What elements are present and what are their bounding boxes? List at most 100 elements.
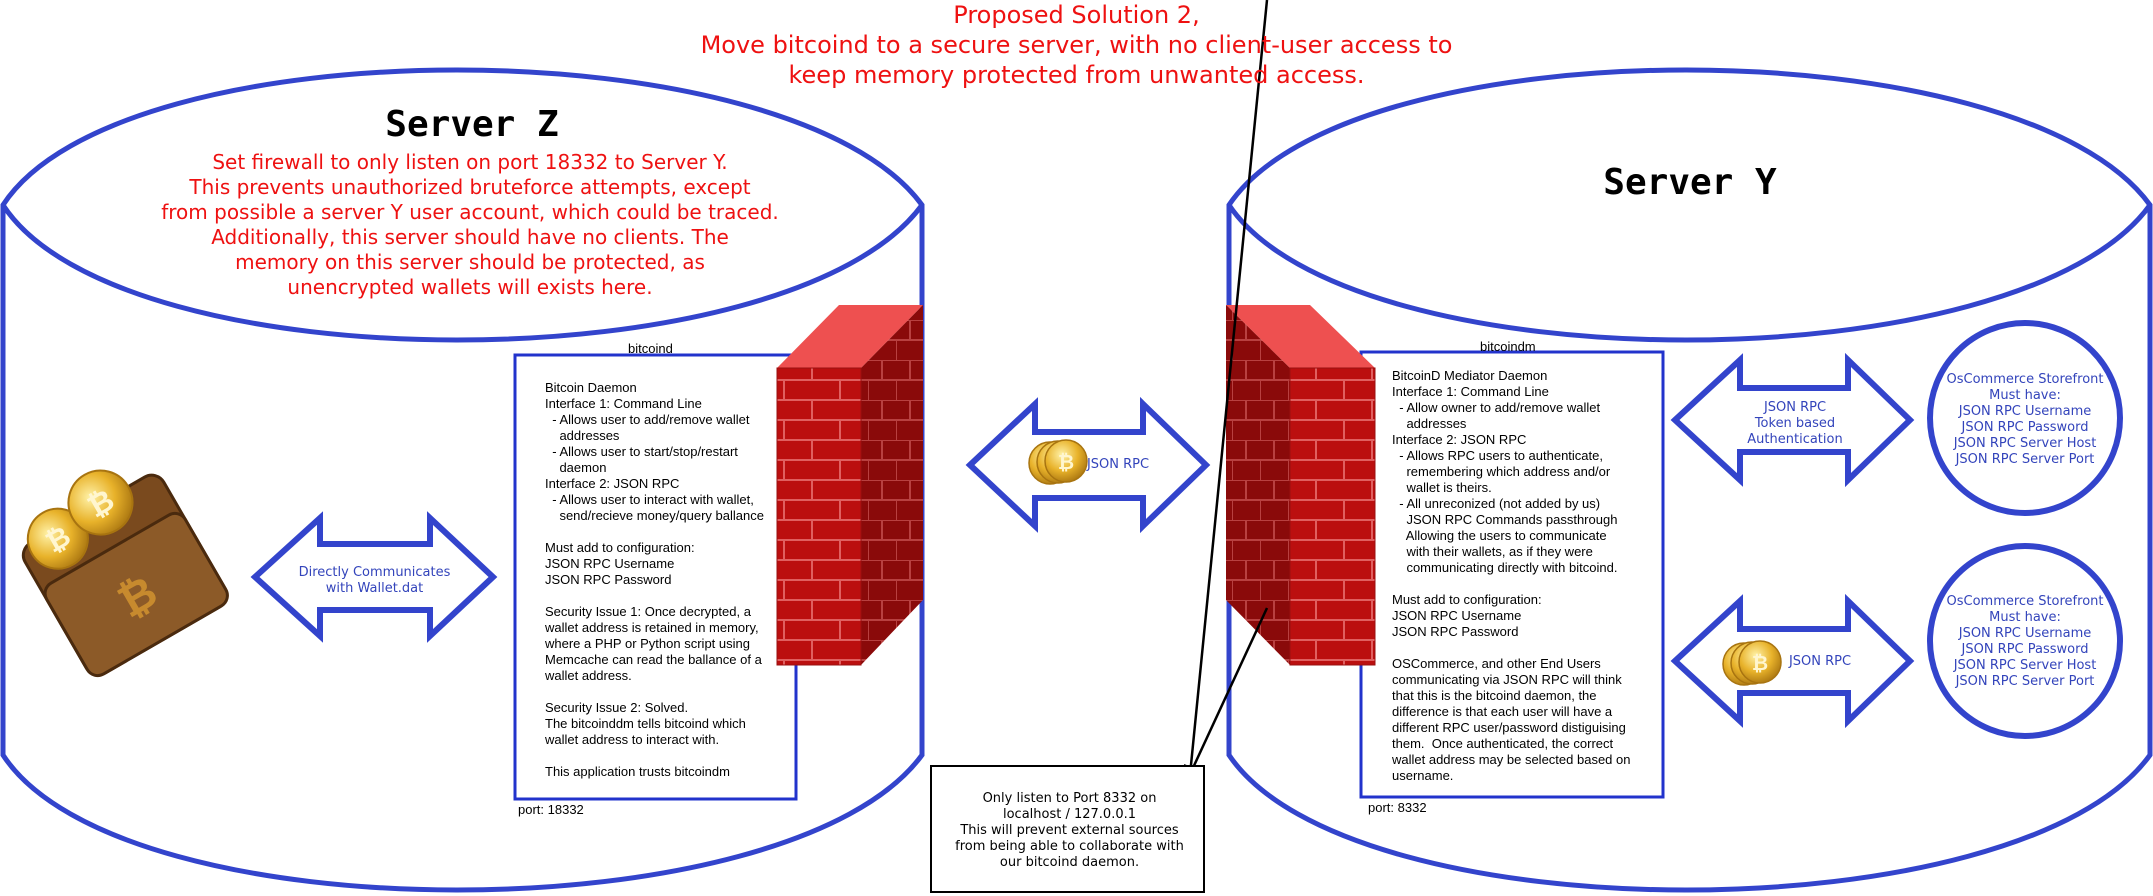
- note-line: memory on this server should be protecte…: [235, 250, 705, 274]
- storefront-line: JSON RPC Username: [1958, 404, 2092, 419]
- token-auth-double-arrow: [1670, 352, 1915, 488]
- bitcoin-wallet-icon: ₿ ₿ ₿: [21, 469, 229, 678]
- svg-text:₿: ₿: [1058, 450, 1074, 474]
- storefront-line: JSON RPC Password: [1961, 642, 2089, 657]
- desc-line: Security Issue 1: Once decrypted, a: [545, 604, 751, 619]
- desc-line: OSCommerce, and other End Users: [1392, 656, 1601, 671]
- wallet-arrow-label: Directly Communicates with Wallet.dat: [282, 565, 467, 597]
- desc-line: ​: [1392, 576, 1642, 592]
- arrow-label-line: with Wallet.dat: [325, 581, 424, 596]
- desc-line: addresses: [545, 428, 620, 443]
- note-line: from being able to collaborate with: [955, 839, 1184, 854]
- desc-line: daemon: [545, 460, 607, 475]
- desc-line: wallet address.: [545, 668, 632, 683]
- storefront-circle-2: [1927, 543, 2123, 739]
- desc-line: Security Issue 2: Solved.: [545, 700, 689, 715]
- server-z-firewall-note: Set firewall to only listen on port 1833…: [110, 150, 830, 300]
- note-line: from possible a server Y user account, w…: [161, 200, 779, 224]
- storefront-line: JSON RPC Server Host: [1953, 436, 2097, 451]
- note-line: Set firewall to only listen on port 1833…: [212, 150, 728, 174]
- note-line: This prevents unauthorized bruteforce at…: [189, 175, 751, 199]
- bitcoindm-description: BitcoinD Mediator Daemon Interface 1: Co…: [1392, 368, 1642, 784]
- storefront-2-requirements: OsCommerce Storefront Must have: JSON RP…: [1935, 594, 2115, 690]
- desc-line: communicating via JSON RPC will think: [1392, 672, 1622, 687]
- brick-firewall-icon: [1226, 305, 1376, 666]
- desc-line: JSON RPC Commands passthrough: [1392, 512, 1618, 527]
- storefront-line: JSON RPC Server Host: [1953, 658, 2097, 673]
- desc-line: Interface 1: Command Line: [1392, 384, 1549, 399]
- desc-line: with their wallets, as if they were: [1392, 544, 1593, 559]
- desc-line: Interface 1: Command Line: [545, 396, 702, 411]
- desc-line: The bitcoinddm tells bitcoind which: [545, 716, 746, 731]
- bitcoin-coins-icon: ₿: [1028, 439, 1088, 485]
- json-rpc-arrow-label: JSON RPC: [1086, 457, 1150, 472]
- desc-line: username.: [1392, 768, 1454, 783]
- desc-line: different RPC user/password distiguising: [1392, 720, 1626, 735]
- desc-line: - Allow owner to add/remove wallet: [1392, 400, 1601, 415]
- bitcoin-coins-icon: ₿: [1722, 640, 1782, 686]
- arrow-label-line: Directly Communicates: [298, 565, 451, 580]
- server-y-title: Server Y: [1603, 162, 1777, 203]
- note-line: This will prevent external sources: [960, 823, 1179, 838]
- desc-line: send/recieve money/query ballance: [545, 508, 764, 523]
- storefront-line: OsCommerce Storefront: [1946, 372, 2104, 387]
- desc-line: that this is the bitcoind daemon, the: [1392, 688, 1597, 703]
- desc-line: - Allows user to start/stop/restart: [545, 444, 738, 459]
- desc-line: JSON RPC Password: [1392, 624, 1519, 639]
- desc-line: - All unreconized (not added by us): [1392, 496, 1601, 511]
- storefront-line: JSON RPC Username: [1958, 626, 2092, 641]
- diagram-title-line-2: Move bitcoind to a secure server, with n…: [700, 31, 1453, 59]
- desc-line: remembering which address and/or: [1392, 464, 1611, 479]
- storefront-json-rpc-double-arrow: [1670, 593, 1915, 729]
- desc-line: ​: [545, 524, 770, 540]
- desc-line: JSON RPC Username: [545, 556, 675, 571]
- storefront-line: JSON RPC Password: [1961, 420, 2089, 435]
- desc-line: where a PHP or Python script using: [545, 636, 750, 651]
- storefront-line: Must have:: [1989, 610, 2061, 625]
- bitcoind-description: Bitcoin Daemon Interface 1: Command Line…: [545, 380, 770, 780]
- storefront-json-rpc-label: JSON RPC: [1788, 654, 1852, 669]
- storefront-line: OsCommerce Storefront: [1946, 594, 2104, 609]
- desc-line: ​: [1392, 640, 1642, 656]
- desc-line: BitcoinD Mediator Daemon: [1392, 368, 1548, 383]
- desc-line: This application trusts bitcoindm: [545, 764, 730, 779]
- desc-line: - Allows RPC users to authenticate,: [1392, 448, 1603, 463]
- arrow-label-line: Token based: [1754, 416, 1836, 431]
- desc-line: Interface 2: JSON RPC: [545, 476, 680, 491]
- bitcoind-box: [513, 353, 798, 801]
- bitcoindm-box-label: bitcoindm: [1480, 339, 1536, 354]
- server-z-title: Server Z: [385, 104, 559, 145]
- bitcoindm-box: [1359, 350, 1665, 799]
- json-rpc-double-arrow: [965, 396, 1211, 534]
- note-line: Additionally, this server should have no…: [211, 225, 729, 249]
- desc-line: wallet is theirs.: [1392, 480, 1492, 495]
- brick-firewall-icon: [776, 305, 923, 666]
- storefront-1-requirements: OsCommerce Storefront Must have: JSON RP…: [1935, 372, 2115, 468]
- bitcoind-box-label: bitcoind: [628, 341, 673, 356]
- desc-line: ​: [545, 588, 770, 604]
- desc-line: wallet address may be selected based on: [1392, 752, 1631, 767]
- note-line: unencrypted wallets will exists here.: [287, 275, 653, 299]
- desc-line: JSON RPC Password: [545, 572, 672, 587]
- note-line: localhost / 127.0.0.1: [1002, 807, 1137, 822]
- token-auth-arrow-label: JSON RPC Token based Authentication: [1720, 400, 1870, 448]
- desc-line: Bitcoin Daemon: [545, 380, 637, 395]
- desc-line: wallet address is retained in memory,: [545, 620, 759, 635]
- desc-line: wallet address to interact with.: [545, 732, 720, 747]
- localhost-note-box: Only listen to Port 8332 on localhost / …: [930, 765, 1205, 893]
- desc-line: ​: [545, 748, 770, 764]
- wallet-double-arrow: [250, 511, 498, 643]
- desc-line: Allowing the users to communicate: [1392, 528, 1607, 543]
- localhost-note-text: Only listen to Port 8332 on localhost / …: [932, 791, 1207, 871]
- storefront-circle-1: [1927, 320, 2123, 516]
- storefront-line: Must have:: [1989, 388, 2061, 403]
- desc-line: addresses: [1392, 416, 1467, 431]
- storefront-line: JSON RPC Server Port: [1955, 674, 2095, 689]
- desc-line: Must add to configuration:: [1392, 592, 1542, 607]
- bitcoindm-port-label: port: 8332: [1368, 800, 1427, 815]
- desc-line: - Allows user to interact with wallet,: [545, 492, 754, 507]
- diagram-title-line-1: Proposed Solution 2,: [953, 1, 1200, 29]
- desc-line: - Allows user to add/remove wallet: [545, 412, 750, 427]
- desc-line: communicating directly with bitcoind.: [1392, 560, 1618, 575]
